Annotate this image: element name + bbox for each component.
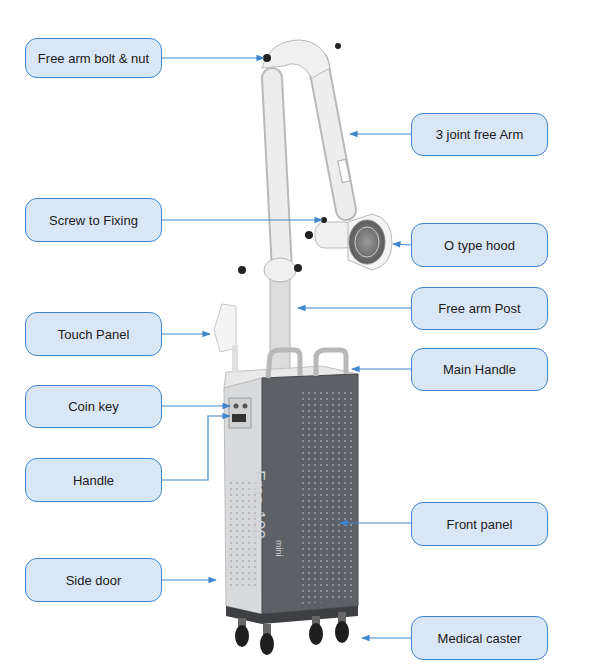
brand-label: mini: [274, 540, 284, 557]
free-arm: [238, 40, 392, 380]
leader-lines: [162, 58, 411, 638]
casters: [235, 612, 349, 655]
callout-box: Front panel: [411, 502, 548, 546]
callout-box: Coin key: [25, 385, 162, 428]
callout-box: Handle: [25, 458, 162, 502]
callout-box: Free arm bolt & nut: [25, 38, 162, 78]
callout-text: Front panel: [447, 517, 513, 532]
callout-box: Free arm Post: [411, 287, 548, 330]
callout-text: Coin key: [68, 399, 119, 414]
callout-box: O type hood: [411, 223, 548, 267]
brand-label: Free-100: [248, 470, 268, 539]
callout-text: Medical caster: [438, 631, 522, 646]
callout-text: Free arm Post: [438, 301, 520, 316]
callout-text: Screw to Fixing: [49, 213, 138, 228]
callout-text: Touch Panel: [58, 327, 130, 342]
callout-text: 3 joint free Arm: [436, 127, 523, 142]
callout-box: Main Handle: [411, 348, 548, 391]
callout-text: O type hood: [444, 238, 515, 253]
callout-text: Free arm bolt & nut: [38, 51, 149, 66]
callout-text: Side door: [66, 573, 122, 588]
callout-box: Touch Panel: [25, 312, 162, 356]
callout-box: Screw to Fixing: [25, 198, 162, 242]
callout-box: Side door: [25, 558, 162, 602]
callout-box: Medical caster: [411, 616, 548, 660]
callout-text: Handle: [73, 473, 114, 488]
callout-box: 3 joint free Arm: [411, 113, 548, 156]
callout-text: Main Handle: [443, 362, 516, 377]
cabinet: [214, 304, 358, 624]
